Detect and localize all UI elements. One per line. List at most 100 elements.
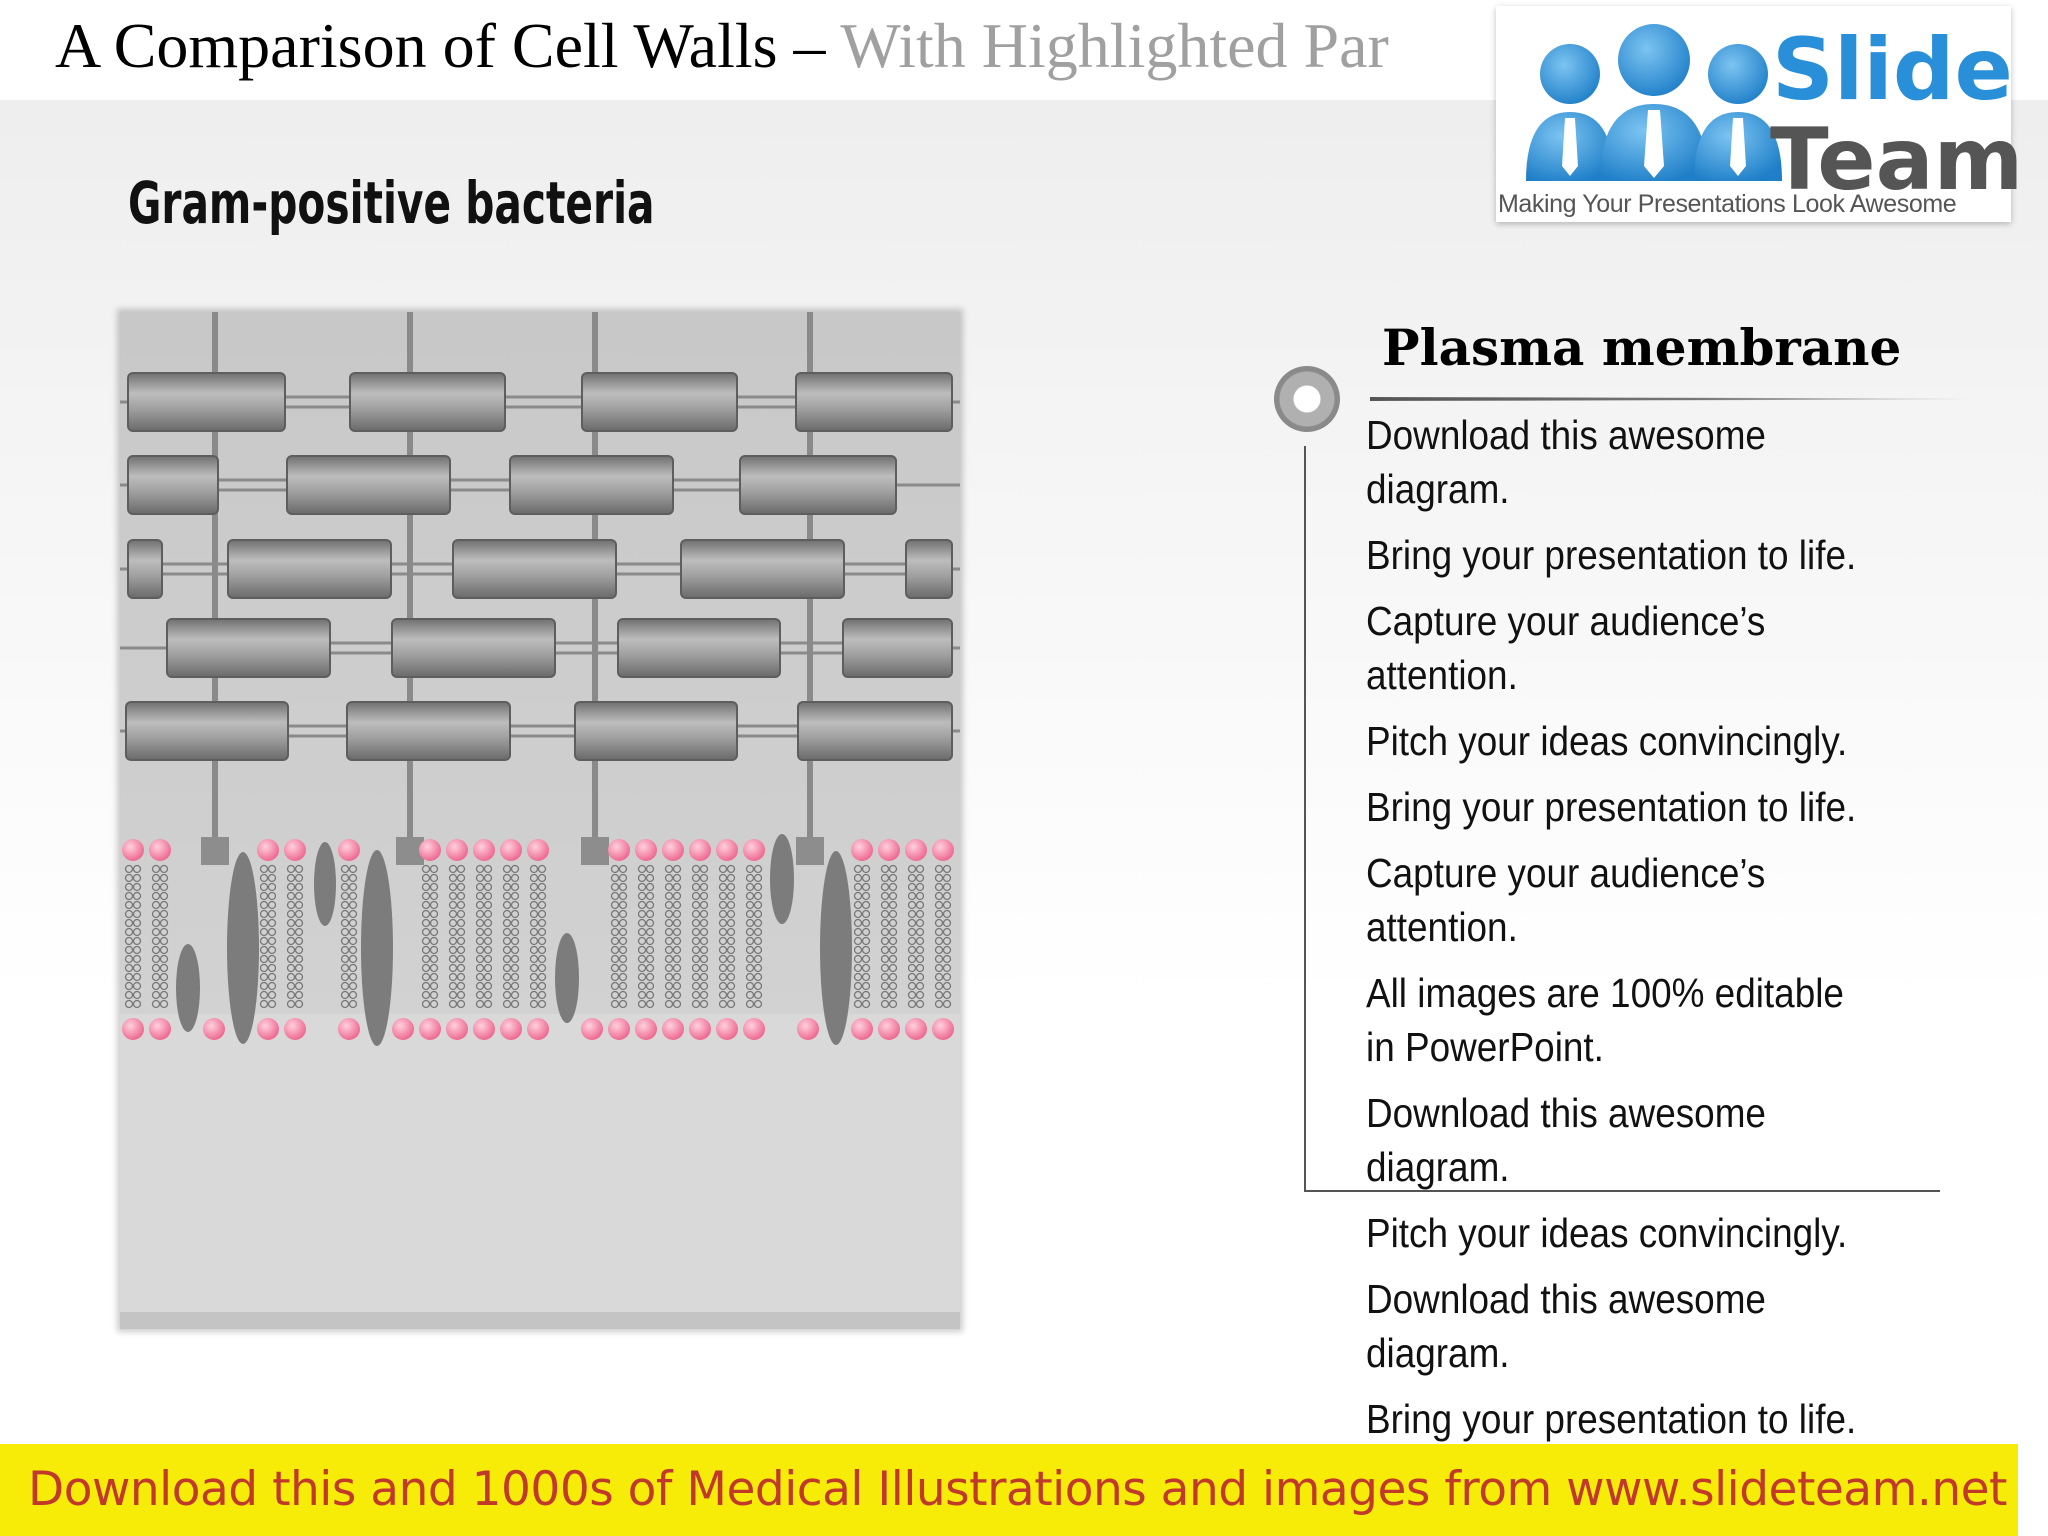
phospholipid-head-outer [689,839,711,861]
lipid-tail [159,864,169,874]
lipid-tail [340,981,350,991]
lipid-tail [510,945,520,955]
lipid-tail [456,999,466,1009]
lipid-tail [421,918,431,928]
lipid-tail [421,873,431,883]
lipid-tail [294,873,304,883]
lipid-tail [124,936,134,946]
lipid-tail [880,999,890,1009]
lipid-tail [483,918,493,928]
lipid-tail [718,972,728,982]
lipid-tail [159,891,169,901]
lipid-tail [637,954,647,964]
lipid-tail [429,909,439,919]
lipid-tail [510,882,520,892]
lipid-tail [691,918,701,928]
lipid-tail [294,882,304,892]
lipid-tail [340,990,350,1000]
lipid-tail [753,927,763,937]
lipid-tail [348,918,358,928]
lipid-tail [880,927,890,937]
lipid-tail [294,972,304,982]
lipid-tail [726,927,736,937]
lipid-tail [510,909,520,919]
lipid-tail [456,900,466,910]
phospholipid-head-outer [662,839,684,861]
lipid-tail [745,873,755,883]
lipid-tail [502,981,512,991]
lipid-tail [348,909,358,919]
lipid-tail [340,900,350,910]
phospholipid-head-inner [419,1018,441,1040]
lipid-tail [502,900,512,910]
lipid-tail [942,954,952,964]
lipid-tail [861,945,871,955]
lipid-tail [610,936,620,946]
lipid-tail [348,864,358,874]
lipid-tail [259,990,269,1000]
phospholipid-head-outer [743,839,765,861]
peptidoglycan-strand [905,539,953,599]
lipid-tail [475,864,485,874]
lipid-tail [610,999,620,1009]
lipid-tail [861,927,871,937]
lipid-tail [880,972,890,982]
logo-word-slide: Slide [1772,20,2013,120]
lipid-tail [294,936,304,946]
lipid-tail [645,873,655,883]
phospholipid-head-inner [122,1018,144,1040]
lipid-tail [529,891,539,901]
lipid-tail [861,918,871,928]
lipid-tail [429,945,439,955]
lipid-tail [124,909,134,919]
lipid-tail [907,954,917,964]
lipid-tail [907,936,917,946]
lipid-tail [664,981,674,991]
lipid-tail [286,918,296,928]
lipid-tail [753,873,763,883]
lipid-tail [645,999,655,1009]
lipid-tail [267,936,277,946]
lipid-tail [637,900,647,910]
lipid-tail [699,873,709,883]
lipid-tail [421,864,431,874]
lipid-tail [294,927,304,937]
lipid-tail [529,900,539,910]
lipid-tail [537,927,547,937]
lipid-tail [537,954,547,964]
lipid-tail [861,990,871,1000]
lipid-tail [537,891,547,901]
lipid-tail [915,900,925,910]
lipid-tail [618,927,628,937]
lipid-tail [934,981,944,991]
title-highlight: With Highlighted Par [840,10,1389,81]
lipid-tail [888,909,898,919]
lipid-tail [672,873,682,883]
ring-bullet-icon [1274,366,1340,432]
lipid-tail [645,918,655,928]
lipid-tail [880,954,890,964]
lipid-tail [888,936,898,946]
lipid-tail [672,927,682,937]
lipid-tail [672,963,682,973]
lipid-tail [672,972,682,982]
lipid-tail [483,972,493,982]
lipid-tail [672,981,682,991]
lipid-tail [151,891,161,901]
lipid-tail [942,900,952,910]
lipid-tail [718,981,728,991]
lipid-tail [888,927,898,937]
membrane-protein [176,944,200,1032]
lipid-tail [537,882,547,892]
lipid-tail [753,918,763,928]
lipid-tail [159,918,169,928]
lipid-tail [745,900,755,910]
lipid-tail [637,891,647,901]
lipid-tail [267,900,277,910]
lipid-tail [510,864,520,874]
lipid-tail [510,990,520,1000]
lipid-tail [664,999,674,1009]
lipid-tail [529,945,539,955]
lipid-tail [618,981,628,991]
footer-link-text[interactable]: Download this and 1000s of Medical Illus… [28,1462,2007,1517]
